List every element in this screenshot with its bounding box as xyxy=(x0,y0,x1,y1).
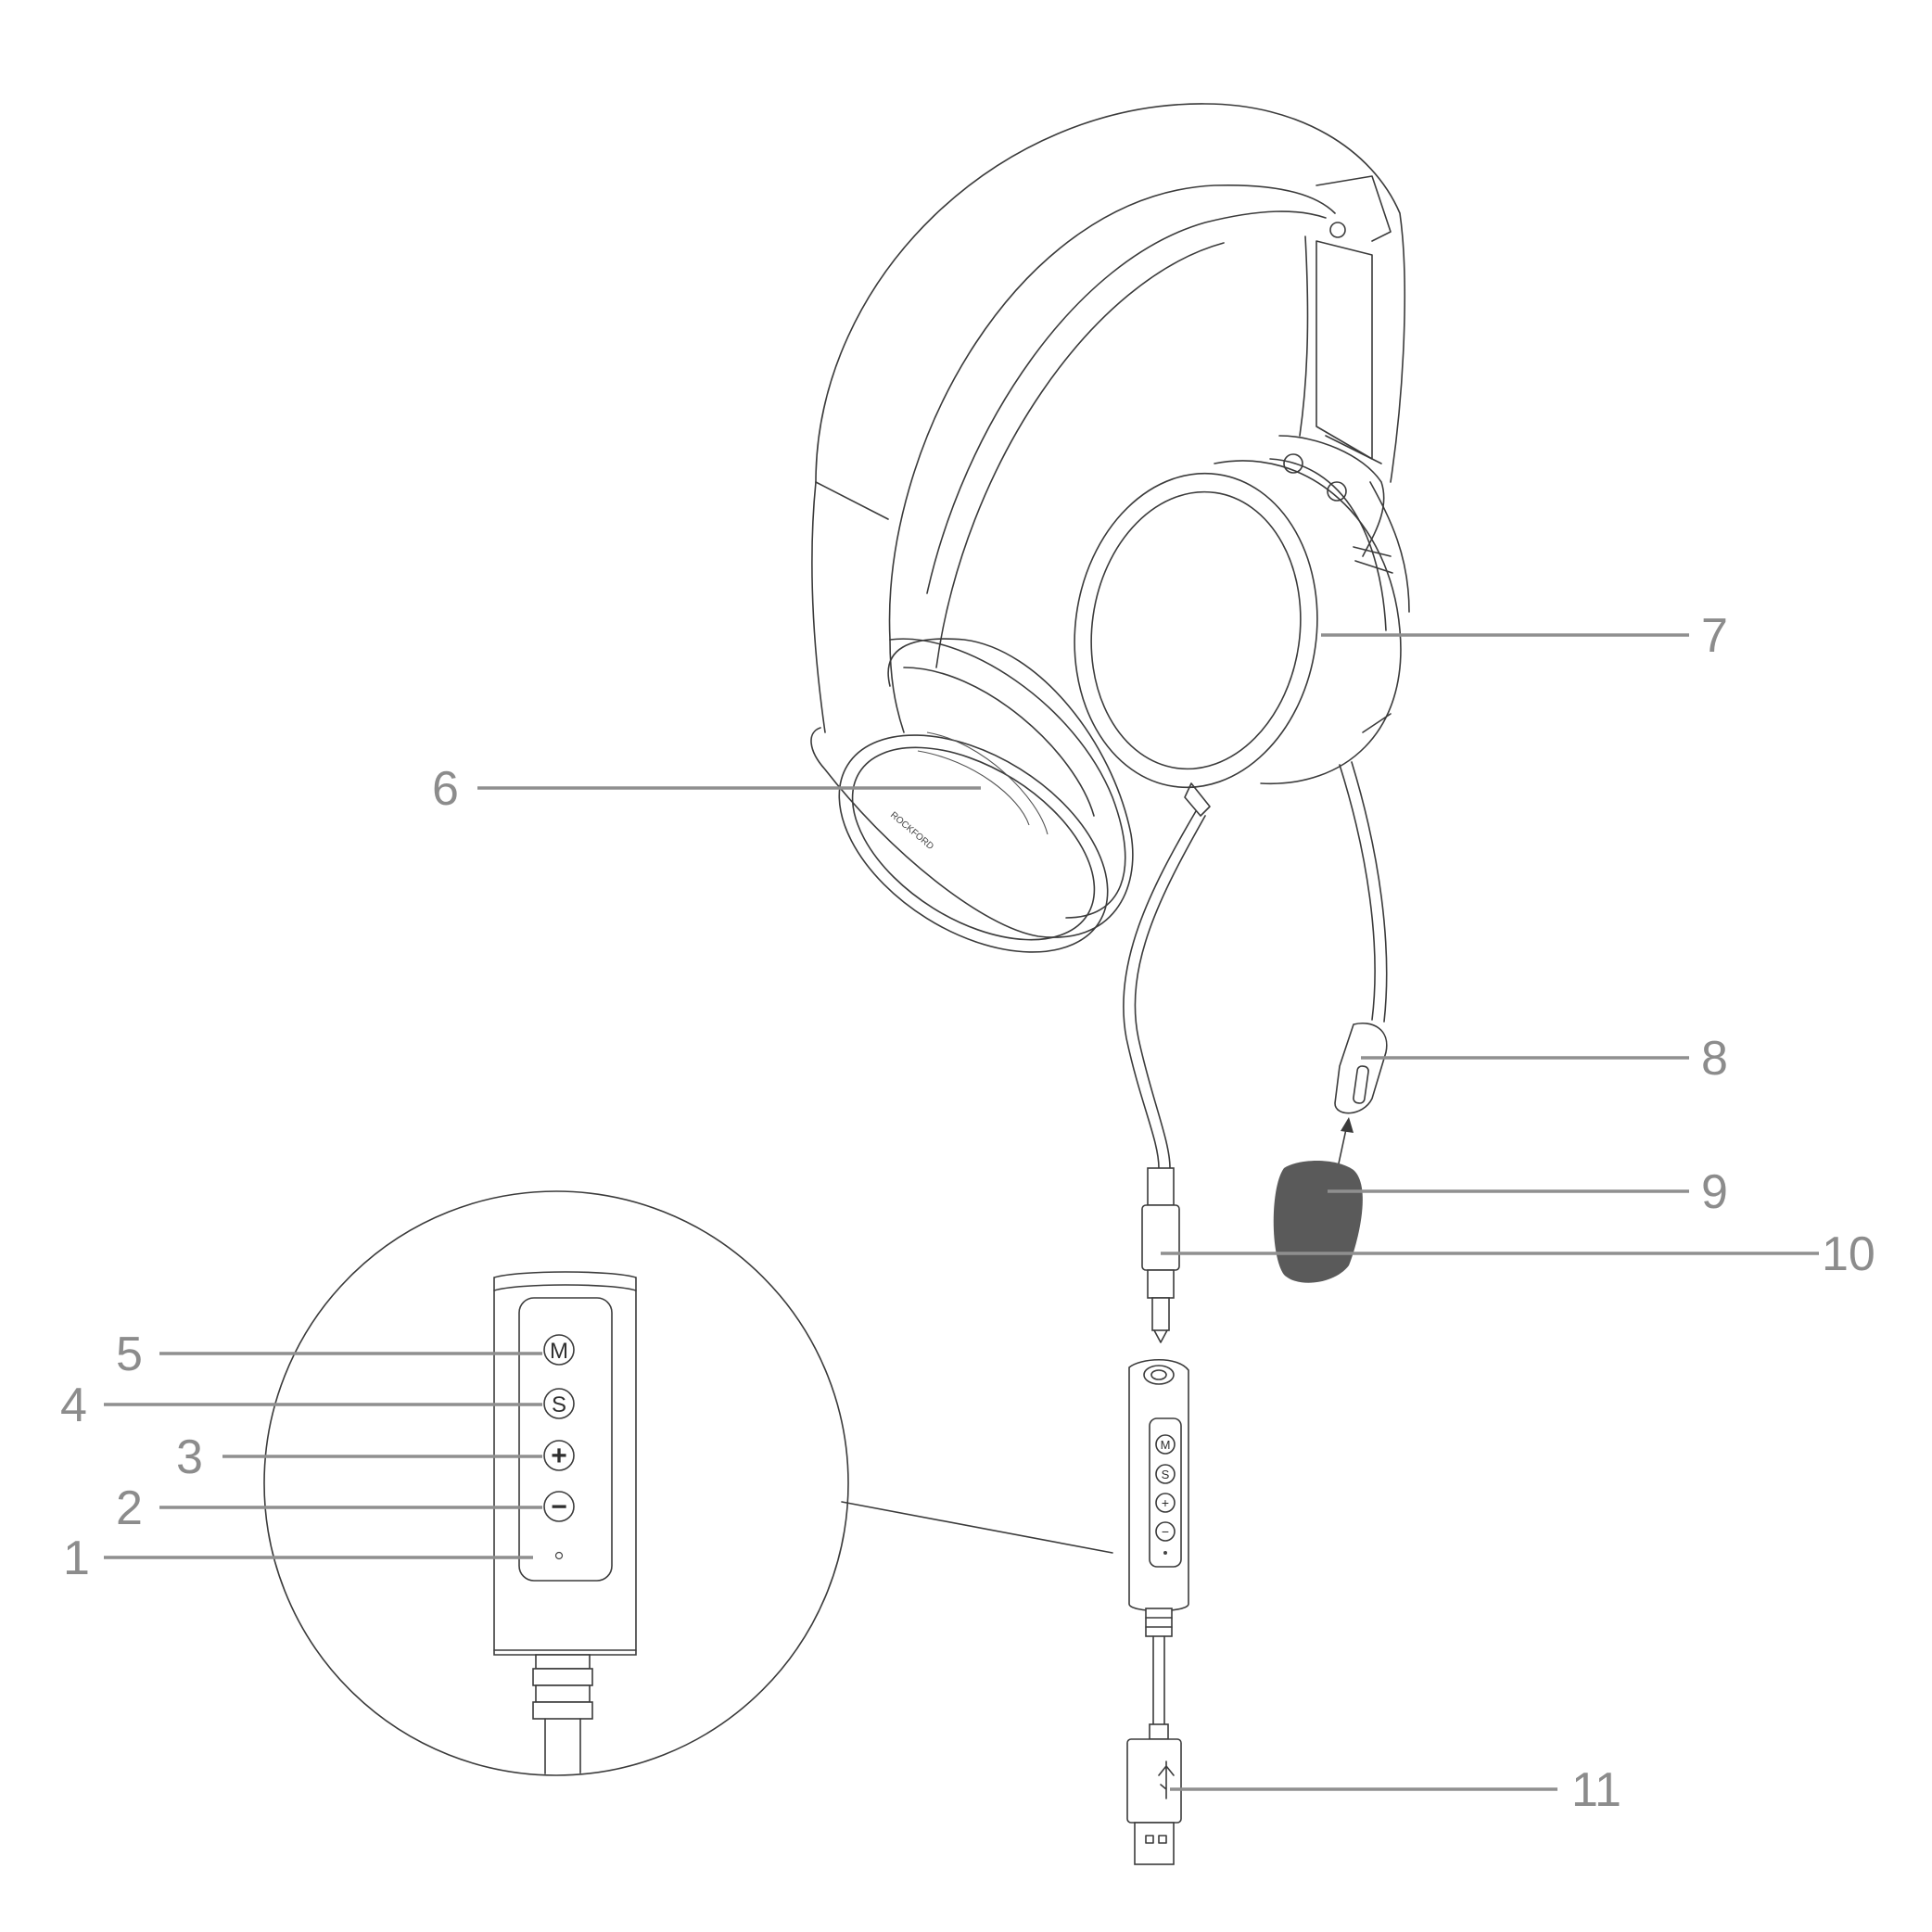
left-earcup: ROCKFORD xyxy=(810,638,1134,953)
mode-button-label: M xyxy=(550,1339,568,1364)
indicator-led xyxy=(554,1551,564,1560)
callout-6: 6 xyxy=(432,762,459,816)
foam-windscreen xyxy=(1273,1161,1363,1283)
svg-text:−: − xyxy=(1162,1524,1169,1539)
callout-4: 4 xyxy=(60,1379,87,1432)
svg-text:M: M xyxy=(1161,1438,1171,1452)
svg-text:+: + xyxy=(1162,1495,1169,1510)
callout-1: 1 xyxy=(63,1532,90,1585)
svg-text:S: S xyxy=(1162,1468,1170,1481)
sound-button[interactable] xyxy=(543,1388,575,1419)
sound-button-label: S xyxy=(552,1392,566,1417)
volume-up-button[interactable] xyxy=(543,1440,575,1471)
callout-8: 8 xyxy=(1701,1032,1728,1086)
usb-controller: M S + − xyxy=(1126,1359,1189,1865)
callout-7: 7 xyxy=(1701,609,1728,663)
callout-10: 10 xyxy=(1822,1227,1875,1281)
callout-11: 11 xyxy=(1571,1763,1621,1817)
callout-9: 9 xyxy=(1701,1165,1728,1219)
right-earcup xyxy=(1074,458,1402,789)
mode-button[interactable] xyxy=(543,1334,575,1366)
audio-cable xyxy=(1123,782,1211,1343)
controller-magnifier: M S + − xyxy=(263,1190,1113,1776)
leader-lines xyxy=(104,633,1819,1791)
usb-icon xyxy=(1158,1760,1175,1799)
volume-up-label: + xyxy=(551,1441,567,1471)
headband xyxy=(811,103,1410,733)
volume-down-button[interactable] xyxy=(543,1491,575,1522)
callout-3: 3 xyxy=(176,1430,203,1484)
volume-down-label: − xyxy=(551,1492,567,1522)
callout-5: 5 xyxy=(116,1328,143,1381)
callout-2: 2 xyxy=(116,1481,143,1535)
microphone-boom xyxy=(1334,761,1388,1164)
callout-labels: 5 4 3 2 1 6 7 8 9 10 11 xyxy=(60,609,1875,1817)
